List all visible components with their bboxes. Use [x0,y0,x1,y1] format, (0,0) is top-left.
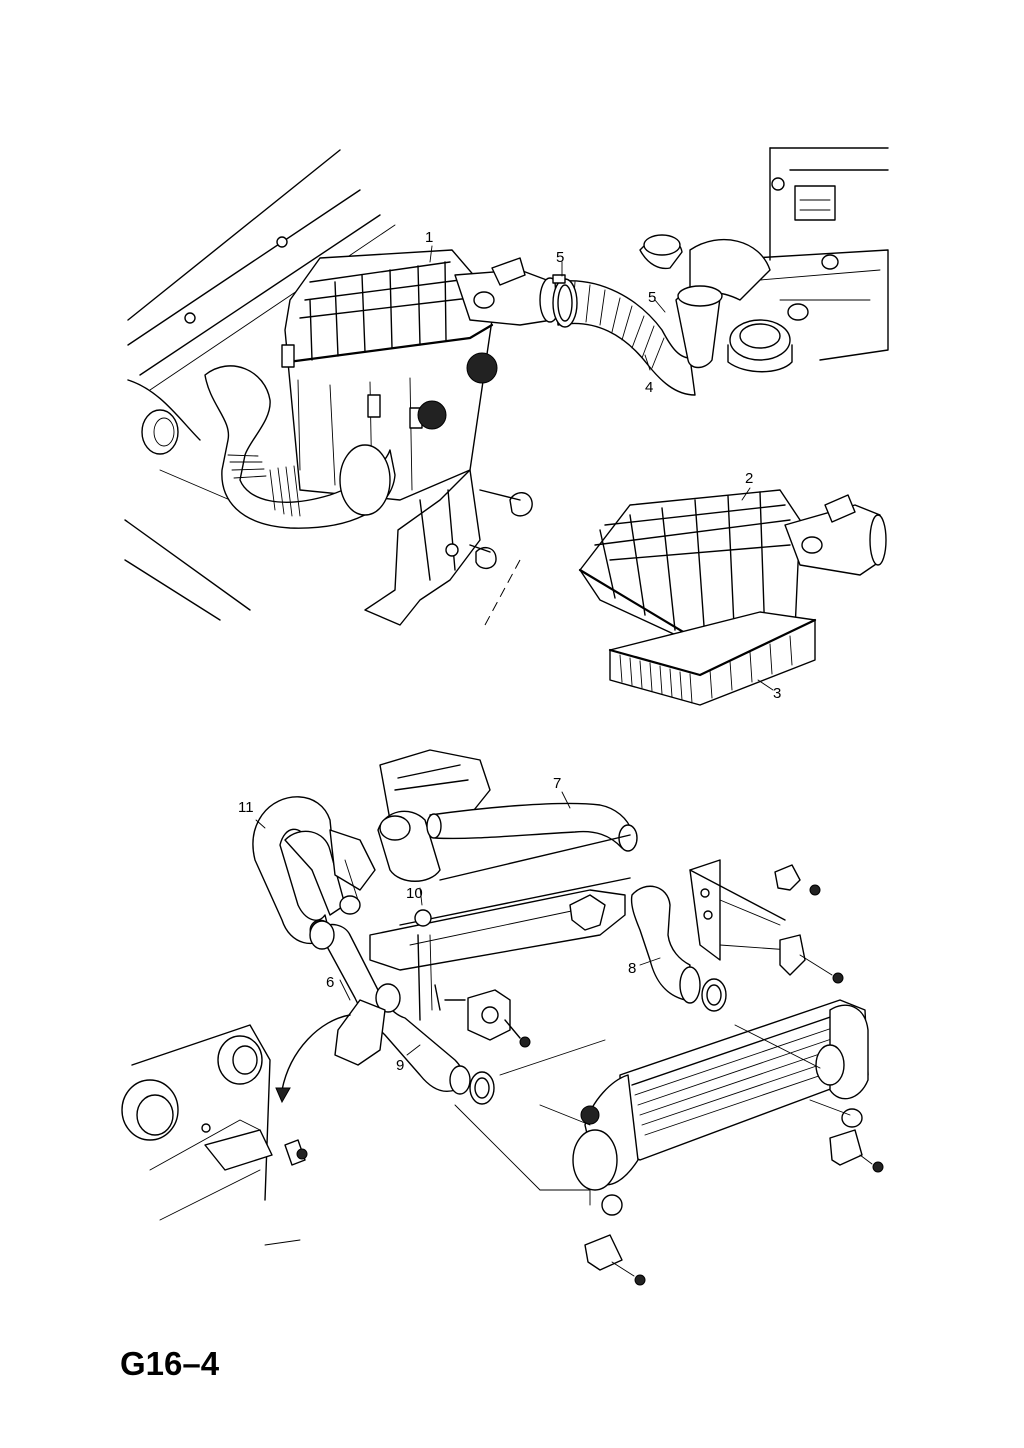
callout-7: 7 [553,775,561,792]
engine-bay-background [124,149,521,626]
corrugated-hose [552,274,723,396]
intercooler-core [572,999,869,1191]
callout-11: 11 [238,799,254,816]
engine-top-right [639,147,889,373]
callout-6: 6 [326,974,334,991]
inset-detail [121,1014,351,1246]
air-filter-element [608,611,817,706]
hose-8 [630,885,727,1012]
callout-8: 8 [628,960,636,977]
callout-10: 10 [406,885,423,902]
hose-11 [252,796,376,945]
callout-4: 4 [645,379,653,396]
top-leaders [429,245,774,691]
crossmember-bracket [369,834,631,1021]
mounting-bracket-center [334,984,531,1066]
intake-hose-left [204,365,396,529]
turbo-elbow [377,749,491,882]
callouts: 1 2 3 4 5 5 6 7 8 9 10 11 [238,229,781,1074]
callout-1: 1 [425,229,433,246]
callout-9: 9 [396,1057,404,1074]
hose-7 [426,802,638,852]
bottom-leaders [255,791,661,1056]
callout-3: 3 [773,685,781,702]
lower-pipe-9 [309,920,495,1105]
air-cleaner-housing [281,249,561,626]
mounting-plate-right [689,859,844,984]
callout-5a: 5 [556,249,564,266]
diagram-code: G16–4 [120,1345,220,1382]
intercooler-mounts [454,1024,884,1286]
callout-2: 2 [745,470,753,487]
callout-5b: 5 [648,289,656,306]
